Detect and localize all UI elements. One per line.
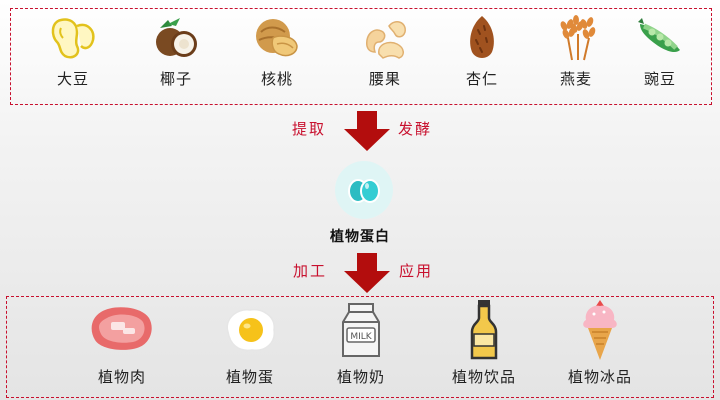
sources-frame	[10, 8, 712, 105]
walnut-icon	[256, 19, 298, 57]
source-cashew: 腰果	[345, 12, 425, 89]
product-label: 植物冰品	[567, 368, 632, 386]
cashew-icon	[366, 21, 406, 59]
source-almond: 杏仁	[442, 12, 522, 89]
product-label: 植物肉	[97, 368, 146, 386]
source-coconut: 椰子	[136, 12, 216, 89]
milk-carton-text: MILK	[350, 332, 372, 342]
step1-right-label: 发酵	[398, 120, 433, 138]
source-label: 燕麦	[559, 70, 592, 88]
step2-right-label: 应用	[399, 262, 434, 280]
plant-protein-label: 植物蛋白	[330, 229, 390, 245]
down-arrow-icon	[344, 253, 390, 293]
source-pea: 豌豆	[620, 12, 700, 89]
egg-icon	[226, 308, 275, 352]
products-frame	[6, 296, 714, 398]
step2-left-label: 加工	[293, 262, 328, 280]
down-arrow-icon	[344, 111, 390, 151]
product-plant-meat: 植物肉	[67, 298, 177, 387]
product-label: 植物奶	[336, 368, 385, 386]
oat-icon	[560, 15, 596, 61]
source-label: 椰子	[159, 70, 192, 88]
product-plant-ice-cream: 植物冰品	[545, 298, 655, 387]
drink-bottle-icon	[470, 300, 498, 360]
source-walnut: 核桃	[237, 12, 317, 89]
source-label: 杏仁	[465, 70, 498, 88]
milk-carton-icon: MILK	[342, 303, 380, 357]
source-label: 豌豆	[643, 70, 676, 88]
soybean-icon	[51, 18, 95, 59]
product-plant-egg: 植物蛋	[195, 298, 305, 387]
plant-protein-icon	[335, 161, 393, 219]
source-label: 腰果	[368, 70, 401, 88]
source-soybean: 大豆	[33, 12, 113, 89]
step1-left-label: 提取	[292, 120, 327, 138]
product-plant-drink: 植物饮品	[429, 298, 539, 387]
pea-icon	[638, 18, 680, 53]
coconut-icon	[156, 18, 197, 57]
product-label: 植物饮品	[451, 368, 516, 386]
almond-icon	[470, 16, 494, 58]
product-label: 植物蛋	[225, 368, 274, 386]
ice-cream-icon	[583, 300, 617, 360]
source-oat: 燕麦	[536, 12, 616, 89]
product-plant-milk: MILK 植物奶	[306, 298, 416, 387]
source-label: 大豆	[56, 70, 89, 88]
plant-protein-node	[324, 160, 404, 220]
source-label: 核桃	[260, 70, 293, 88]
meat-icon	[91, 307, 152, 350]
